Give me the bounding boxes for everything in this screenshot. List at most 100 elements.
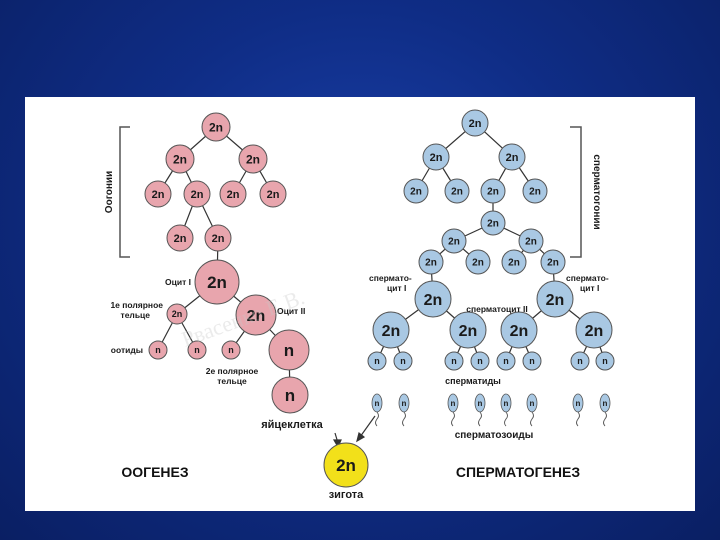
zygote-node-value: 2n: [336, 456, 356, 475]
spermatocyte2-node-value: 2n: [510, 323, 529, 340]
oocyte1-node: 2n: [195, 260, 239, 304]
spermatid-node-value: n: [577, 356, 583, 366]
spermatogonia-node-value: 2n: [487, 219, 499, 230]
spermatocyte1-node-value: 2n: [546, 292, 565, 309]
spermatozoa-label: сперматозоиды: [455, 430, 534, 441]
spermatogonia-node-value: 2n: [547, 258, 559, 269]
polar2-label-line2: тельце: [217, 376, 247, 386]
oogonia-node-value: 2n: [191, 189, 204, 201]
egg-node: n: [272, 377, 308, 413]
ootids-label: оотиды: [111, 345, 143, 355]
polar1-label-line1: 1е полярное: [110, 300, 163, 310]
spermatozoon-value: n: [576, 399, 581, 408]
oogonia-node: 2n: [205, 225, 231, 251]
oogonia-node: 2n: [145, 181, 171, 207]
oogonia-node-value: 2n: [246, 152, 260, 166]
egg-node-value: n: [285, 386, 295, 405]
spermatid-node: n: [523, 352, 541, 370]
spermatid-node-value: n: [503, 356, 509, 366]
spermatogonia-label: сперматогонии: [591, 154, 602, 229]
spermatid-node: n: [571, 352, 589, 370]
oogonia-node-value: 2n: [152, 189, 165, 201]
spermatogonia-node: 2n: [519, 229, 543, 253]
spermatocyte1-node-value: 2n: [424, 292, 443, 309]
spermatogonia-node: 2n: [499, 144, 525, 170]
oogonia-node: 2n: [166, 145, 194, 173]
ootid-node: n: [222, 341, 240, 359]
spermatozoon-value: n: [603, 399, 608, 408]
egg-label: яйцеклетка: [261, 419, 323, 431]
sperm-icon: n: [600, 394, 610, 426]
spermatozoon-value: n: [530, 399, 535, 408]
spermatid-node-value: n: [529, 356, 535, 366]
spermatogonia-node-value: 2n: [508, 258, 520, 269]
spermatid-node: n: [497, 352, 515, 370]
sperm-icon: n: [573, 394, 583, 426]
oogonia-node: 2n: [184, 181, 210, 207]
sperm-icon: n: [475, 394, 485, 426]
polar2-label-line1: 2е полярное: [206, 366, 259, 376]
spermatozoon-value: n: [451, 399, 456, 408]
spermatogonia-node: 2n: [541, 250, 565, 274]
spermatocyte1-node: 2n: [537, 281, 573, 317]
spermatocyte2-node: 2n: [373, 312, 409, 348]
spermatocyte2-node: 2n: [576, 312, 612, 348]
spermatogonia-node-value: 2n: [529, 187, 541, 198]
oogonia-node: 2n: [260, 181, 286, 207]
sperm-icon: n: [372, 394, 382, 426]
spermatogonia-node: 2n: [445, 179, 469, 203]
ootid-node: n: [149, 341, 167, 359]
oogonia-node-value: 2n: [267, 189, 280, 201]
oogonia-node-value: 2n: [173, 152, 187, 166]
spermatozoon-value: n: [478, 399, 483, 408]
oogonia-node-value: 2n: [227, 189, 240, 201]
oocyte2-n-node-value: n: [284, 341, 294, 360]
zygote-node: 2n: [324, 443, 368, 487]
spermatocyte2-label: сперматоцит II: [466, 304, 528, 314]
oogonia-bracket-icon: [120, 127, 130, 257]
ootid-node-value: n: [228, 345, 234, 355]
diagram-panel: Оогонии сперматогонии: [25, 97, 695, 511]
zygote-label: зигота: [329, 489, 364, 501]
spermatogonia-node: 2n: [442, 229, 466, 253]
spermatogonia-node-value: 2n: [448, 237, 460, 248]
spermatogonia-node: 2n: [419, 250, 443, 274]
oogonia-node: 2n: [239, 145, 267, 173]
oogenesis-title: ООГЕНЕЗ: [121, 464, 189, 480]
spermatogonia-node-value: 2n: [425, 258, 437, 269]
spermatogonia-node-value: 2n: [472, 258, 484, 269]
spermatogonia-node-value: 2n: [487, 187, 499, 198]
oocyte1-label: Оцит I: [165, 277, 191, 287]
spermatid-node: n: [445, 352, 463, 370]
spermatocyte1-left-line1: сперматo-: [369, 273, 412, 283]
spermatid-node-value: n: [477, 356, 483, 366]
spermatid-node-value: n: [451, 356, 457, 366]
spermatocyte2-node: 2n: [450, 312, 486, 348]
spermatogonia-node: 2n: [404, 179, 428, 203]
spermatogonia-node: 2n: [466, 250, 490, 274]
oogonia-node: 2n: [167, 225, 193, 251]
spermatid-node: n: [368, 352, 386, 370]
spermatogonia-node: 2n: [502, 250, 526, 274]
arrow-icon: [334, 416, 375, 447]
gametogenesis-diagram: Оогонии сперматогонии: [25, 97, 695, 511]
sperm-icon: n: [527, 394, 537, 426]
spermatocyte2-node: 2n: [501, 312, 537, 348]
spermatocyte1-right-line2: цит I: [580, 283, 599, 293]
polar-body1-node-value: 2n: [172, 309, 183, 319]
spermatogenesis-title: СПЕРМАТОГЕНЕЗ: [456, 464, 581, 480]
spermatid-node-value: n: [374, 356, 380, 366]
spermatids-label: сперматиды: [445, 376, 501, 386]
spermatocyte2-node-value: 2n: [459, 323, 478, 340]
spermatocyte2-node-value: 2n: [585, 323, 604, 340]
oogonia-node-root: 2n: [202, 113, 230, 141]
sperm-icon: n: [501, 394, 511, 426]
spermatocyte1-node: 2n: [415, 281, 451, 317]
spermatozoon-value: n: [504, 399, 509, 408]
sperm-icon: n: [399, 394, 409, 426]
oogonia-node-root-value: 2n: [209, 120, 223, 134]
oogonia-node: 2n: [220, 181, 246, 207]
oogonia-node-value: 2n: [212, 233, 225, 245]
